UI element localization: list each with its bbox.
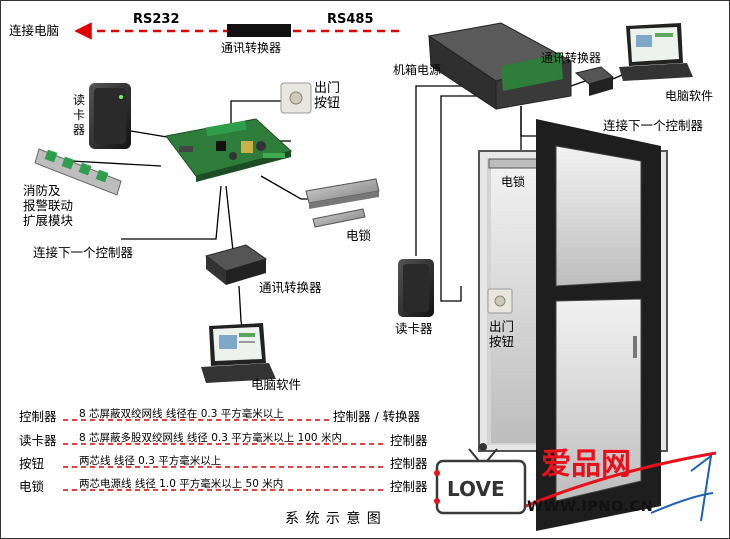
legend-spec: 8 芯屏蔽多股双绞网线 线径 0.3 平方毫米以上 100 米内: [79, 432, 342, 444]
legend-spec: 两芯电源线 线径 1.0 平方毫米以上 50 米内: [79, 478, 284, 490]
legend-name: 控制器: [19, 409, 57, 424]
right-laptop-icon: [619, 23, 693, 81]
rs-communication-line: [74, 22, 401, 40]
right-lock-label: 电锁: [501, 175, 526, 189]
legend-target: 控制器: [390, 479, 428, 494]
love-sign-logo: [434, 443, 527, 515]
right-reader-label: 读卡器: [395, 321, 433, 336]
right-card-reader-icon: [398, 259, 434, 317]
rs485-label: RS485: [327, 12, 374, 27]
top-converter-label: 通讯转换器: [221, 41, 282, 55]
left-lock-label: 电锁: [346, 228, 372, 243]
fire-module-label: 消防及 报警联动 扩展模块: [23, 183, 74, 228]
brand-url: WWW.IPNO.CN: [527, 499, 654, 515]
left-reader-label: 读 卡 器: [73, 93, 86, 137]
right-exit-button-icon: [487, 288, 513, 314]
right-next-controller-label: 连接下一个控制器: [603, 118, 704, 133]
brand-name: 爱品网: [541, 447, 631, 482]
left-exit-button-label: 出门 按钮: [314, 81, 341, 111]
right-converter-icon: [574, 66, 615, 96]
right-power-label: 机箱电源: [393, 63, 442, 77]
left-next-controller-label: 连接下一个控制器: [33, 245, 134, 260]
legend-target: 控制器 / 转换器: [333, 409, 421, 424]
left-converter-label: 通讯转换器: [259, 280, 322, 295]
legend-target: 控制器: [390, 433, 428, 448]
left-laptop-icon: [201, 323, 276, 383]
diagram-title: 系 统 示 意 图: [285, 511, 382, 527]
right-pc-software-label: 电脑软件: [665, 89, 714, 103]
door-assembly: [478, 119, 668, 531]
left-card-reader-icon: [89, 83, 131, 149]
left-pc-software-label: 电脑软件: [251, 377, 302, 392]
left-magnetic-lock-icon: [305, 178, 380, 228]
top-converter-icon: [227, 24, 291, 37]
legend-target: 控制器: [390, 456, 428, 471]
right-exit-button-label: 出门 按钮: [489, 319, 515, 349]
fire-alarm-module-icon: [34, 148, 122, 196]
legend-spec: 8 芯屏蔽双绞网线 线径在 0.3 平方毫米以上: [79, 408, 284, 420]
left-exit-button-icon: [280, 82, 312, 114]
connect-pc-label: 连接电脑: [9, 23, 60, 38]
left-converter-icon: [204, 244, 268, 285]
legend-spec: 两芯线 线径 0.3 平方毫米以上: [79, 455, 222, 467]
brand-swoosh-graphic: [525, 451, 717, 522]
controller-board-icon: [165, 118, 293, 182]
right-converter-label: 通讯转换器: [541, 51, 602, 65]
love-text: LOVE: [447, 477, 505, 501]
rs232-label: RS232: [133, 12, 180, 27]
legend-name: 按钮: [19, 456, 45, 471]
legend-name: 读卡器: [19, 433, 57, 448]
chassis-power-box-icon: [427, 22, 573, 110]
legend-name: 电锁: [19, 479, 45, 494]
